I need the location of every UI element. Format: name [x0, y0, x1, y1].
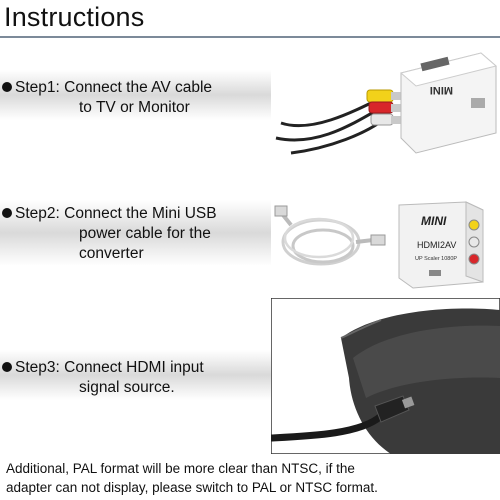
bullet-icon: [2, 82, 12, 92]
bullet-icon: [2, 362, 12, 372]
step1-label: Step1:: [15, 79, 60, 96]
page-title: Instructions: [4, 2, 145, 32]
bullet-icon: [2, 208, 12, 218]
device2-subtitle: UP Scaler 1080P: [415, 256, 457, 262]
step3-line1: Connect HDMI input: [64, 359, 204, 376]
device2-brand: MINI: [421, 214, 447, 228]
step2-text: Step2: Connect the Mini USB power cable …: [0, 204, 280, 264]
step3-line2: signal source.: [79, 379, 175, 396]
footnote-line1: Additional, PAL format will be more clea…: [6, 461, 355, 476]
step3-photo: [271, 298, 500, 454]
step2-bar: [0, 200, 272, 266]
device1-brand: MINI: [430, 84, 453, 96]
step1-text: Step1: Connect the AV cable to TV or Mon…: [0, 78, 280, 118]
step1-line2: to TV or Monitor: [79, 99, 190, 116]
step2-label: Step2:: [15, 205, 60, 222]
step3-label: Step3:: [15, 359, 60, 376]
step1-photo: MINI: [271, 38, 500, 160]
footnote-line2: adapter can not display, please switch t…: [6, 480, 378, 495]
footnote: Additional, PAL format will be more clea…: [6, 459, 498, 497]
step1-bar: [0, 70, 272, 120]
step3-text: Step3: Connect HDMI input signal source.: [0, 358, 280, 398]
title-divider: [0, 36, 500, 38]
step1-line1: Connect the AV cable: [64, 79, 213, 96]
step2-line1: Connect the Mini USB: [64, 205, 217, 222]
step2-line3: converter: [79, 245, 144, 262]
device2-model: HDMI2AV: [417, 240, 456, 250]
step2-line2: power cable for the: [79, 225, 211, 242]
step3-bar: [0, 350, 272, 400]
step2-photo: MINI HDMI2AV UP Scaler 1080P: [271, 180, 500, 295]
